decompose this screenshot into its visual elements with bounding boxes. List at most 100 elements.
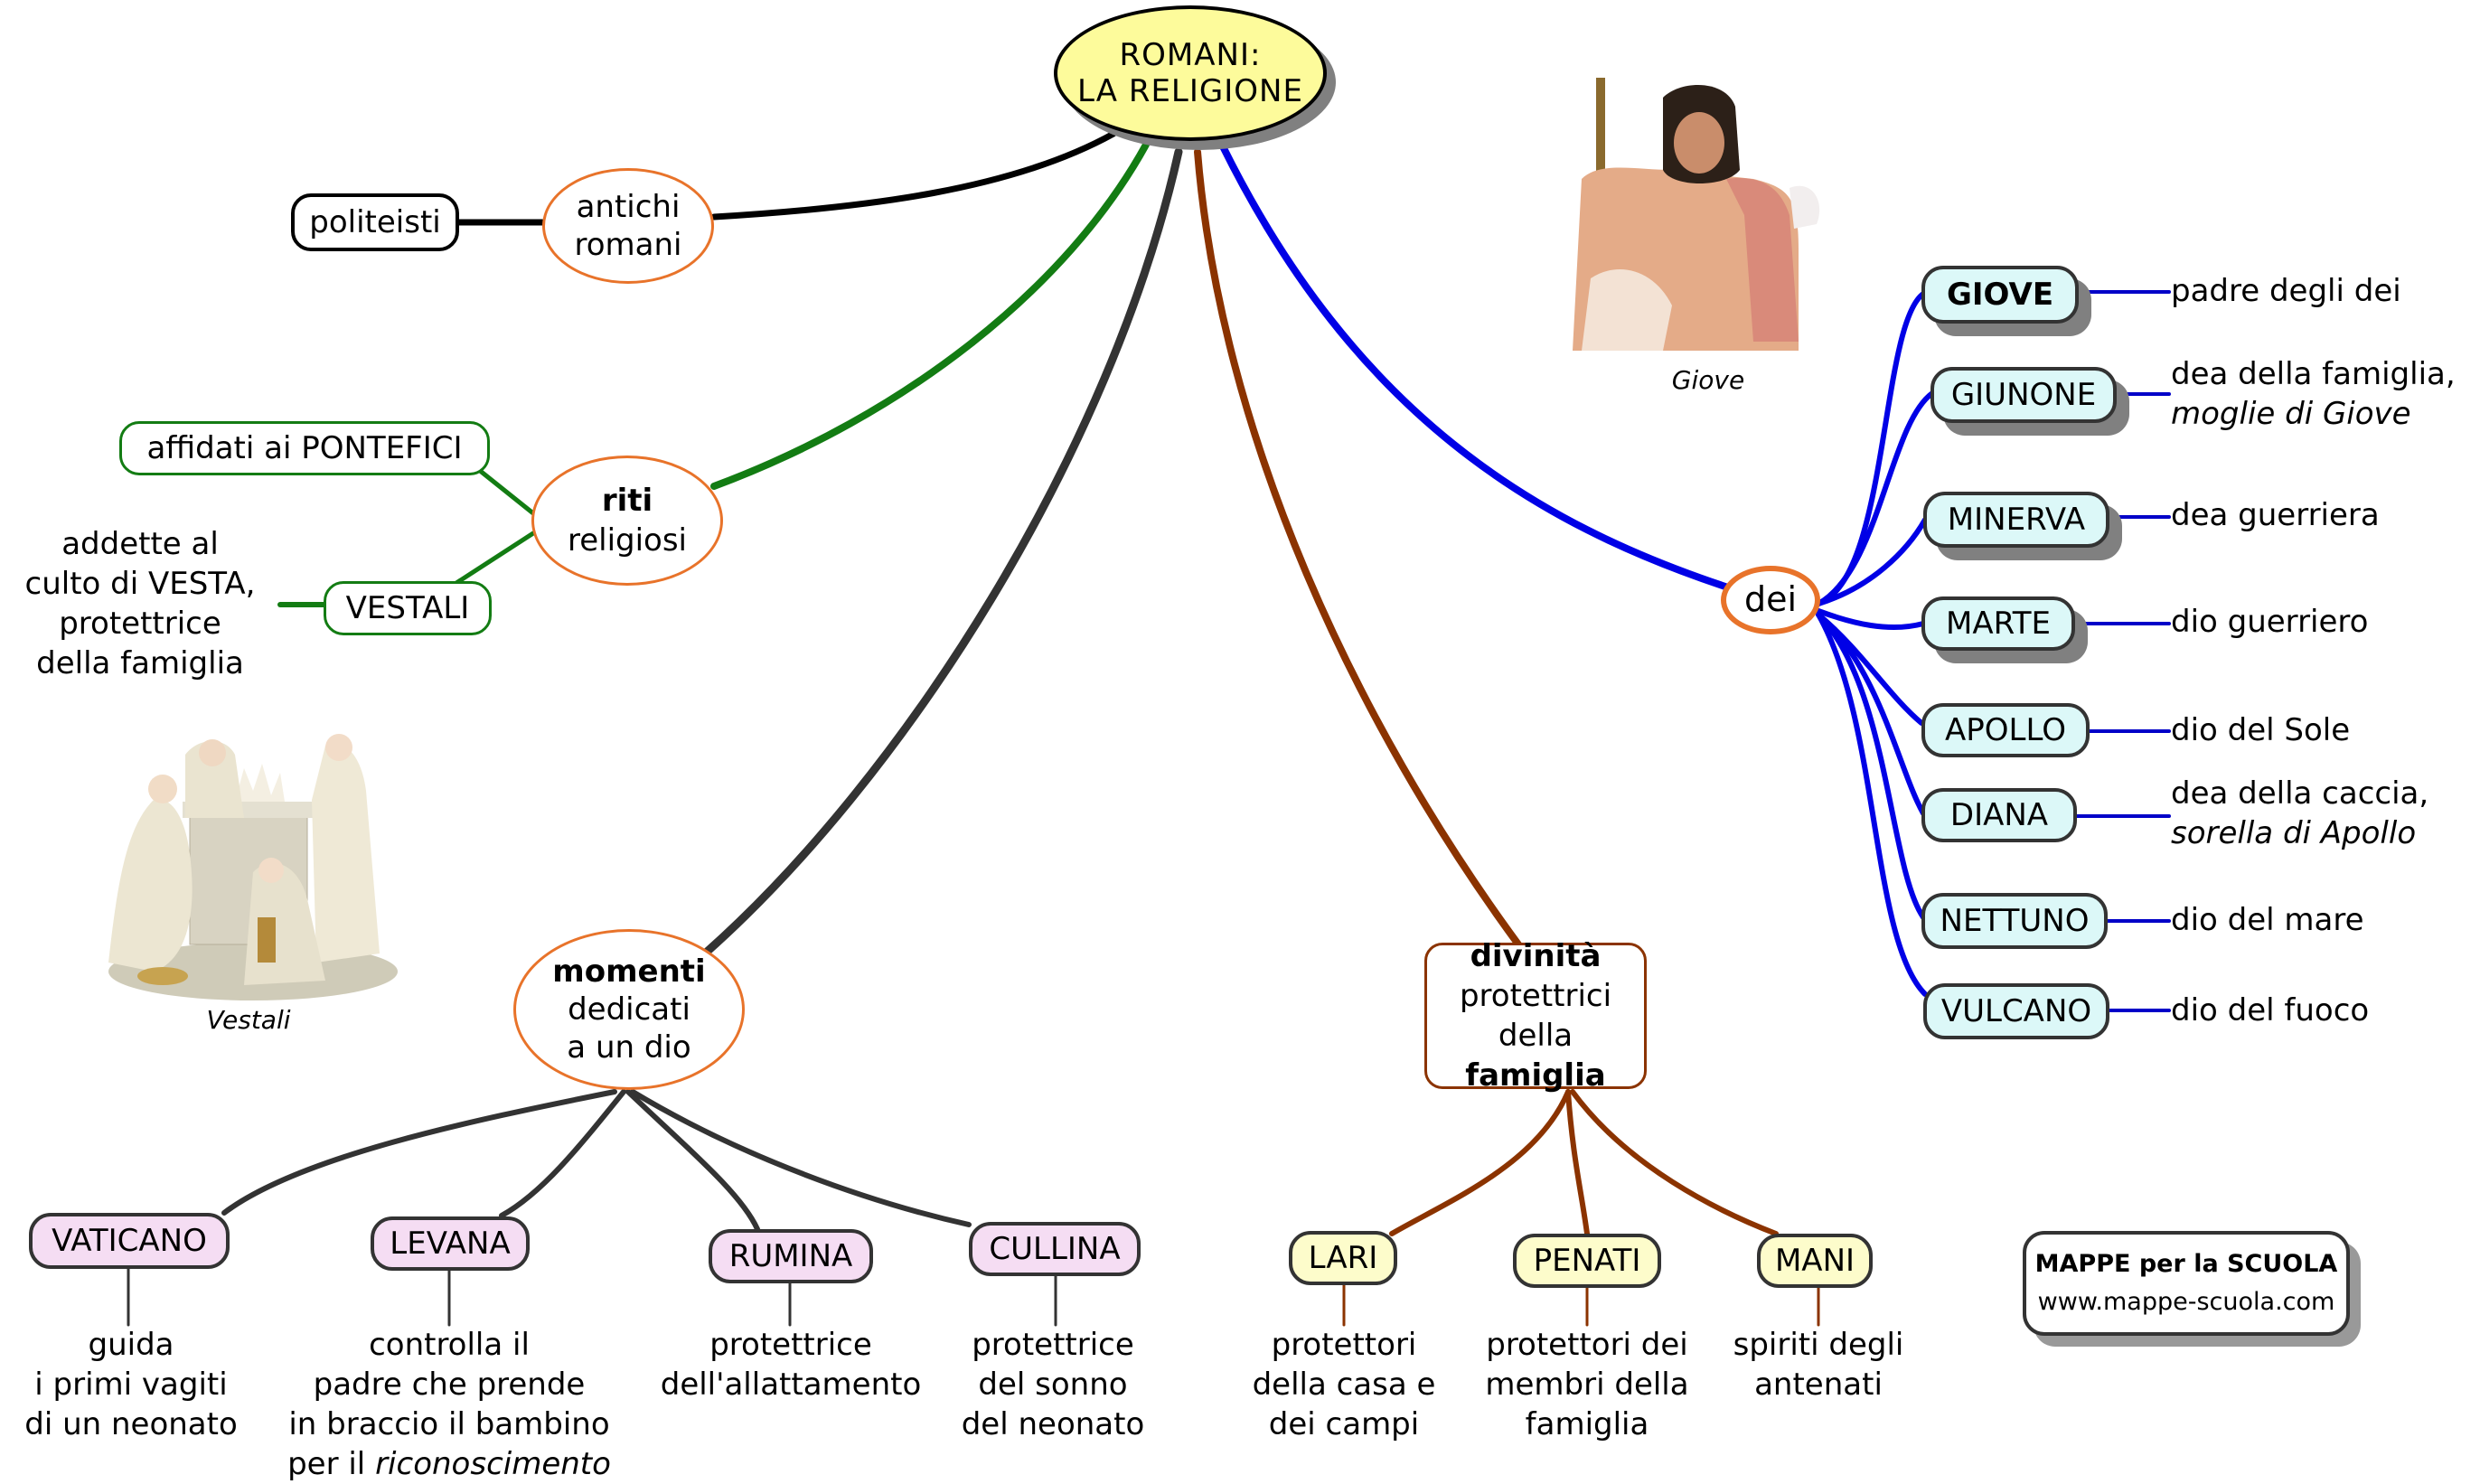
levana-desc-line: controlla il	[369, 1327, 530, 1363]
god-apollo-label: APOLLO	[1945, 711, 2066, 748]
link-dei-marte	[1816, 608, 1926, 630]
nettuno-description: dio del mare	[2171, 900, 2364, 940]
divinita-label-line2: protettrici	[1459, 978, 1612, 1014]
link-momenti-cullina	[630, 1089, 972, 1227]
vaticano-desc-line: guida	[88, 1327, 174, 1363]
diana-desc-italic: sorella di Apollo	[2171, 815, 2417, 851]
divinita-label-bold: divinità	[1470, 938, 1602, 974]
vulcano-description: dio del fuoco	[2171, 991, 2369, 1030]
vaticano-node[interactable]: VATICANO	[29, 1213, 230, 1269]
jupiter-painting-icon	[1564, 70, 1835, 360]
penati-label: PENATI	[1533, 1242, 1641, 1279]
link-center-antichi	[710, 130, 1117, 221]
penati-desc-line: protettori dei	[1486, 1327, 1688, 1363]
rumina-desc-line: protettrice	[709, 1327, 872, 1363]
lari-node[interactable]: LARI	[1289, 1231, 1397, 1285]
mani-label: MANI	[1774, 1242, 1855, 1279]
vaticano-desc-line: i primi vagiti	[34, 1367, 228, 1403]
lari-label: LARI	[1308, 1239, 1378, 1276]
apollo-desc: dio del Sole	[2171, 712, 2351, 748]
link-momenti-rumina	[625, 1089, 760, 1232]
levana-desc-line: padre che prende	[313, 1367, 586, 1403]
god-apollo[interactable]: APOLLO	[1921, 703, 2090, 757]
rumina-desc-line: dell'allattamento	[660, 1367, 922, 1403]
vestali-caption: Vestali	[206, 1005, 291, 1035]
link-dei-nettuno	[1816, 612, 1926, 920]
link-center-momenti	[700, 147, 1183, 958]
cullina-label: CULLINA	[989, 1230, 1121, 1267]
cullina-desc-line: del neonato	[961, 1406, 1145, 1442]
god-diana-label: DIANA	[1949, 796, 2049, 833]
rumina-label: RUMINA	[728, 1237, 853, 1274]
penati-desc-line: famiglia	[1525, 1406, 1649, 1442]
central-title-line1: ROMANI:	[1119, 37, 1262, 73]
giove-description: padre degli dei	[2171, 271, 2401, 311]
levana-label: LEVANA	[390, 1225, 511, 1262]
nettuno-desc: dio del mare	[2171, 902, 2364, 938]
brand-name: MAPPE per la SCUOLA	[2034, 1250, 2338, 1278]
god-vulcano-label: VULCANO	[1940, 992, 2092, 1029]
giunone-desc-italic: moglie di Giove	[2171, 396, 2411, 432]
antichi-label-line1: antichi	[576, 189, 681, 225]
vestali-desc-line: addette al	[61, 526, 219, 562]
link-dei-vulcano	[1816, 612, 1928, 997]
link-momenti-vaticano	[221, 1089, 617, 1216]
central-title-line2: LA RELIGIONE	[1077, 73, 1303, 109]
god-vulcano[interactable]: VULCANO	[1923, 983, 2109, 1039]
momenti-node[interactable]: momenti dedicati a un dio	[513, 929, 745, 1090]
god-diana[interactable]: DIANA	[1921, 788, 2077, 842]
link-dei-minerva	[1816, 517, 1928, 606]
marte-description: dio guerriero	[2171, 602, 2368, 642]
god-nettuno[interactable]: NETTUNO	[1921, 893, 2108, 949]
politeisti-node[interactable]: politeisti	[291, 193, 459, 251]
central-topic[interactable]: ROMANI: LA RELIGIONE	[1054, 5, 1327, 141]
riti-label-rest: religiosi	[567, 522, 688, 559]
link-riti-vestali	[454, 531, 536, 586]
riti-religiosi-node[interactable]: riti religiosi	[531, 456, 723, 586]
god-nettuno-label: NETTUNO	[1940, 902, 2090, 939]
divinita-node[interactable]: divinità protettrici della famiglia	[1424, 938, 1647, 1094]
minerva-desc: dea guerriera	[2171, 497, 2380, 533]
politeisti-label: politeisti	[309, 203, 441, 240]
mani-desc-line: spiriti degli	[1733, 1327, 1904, 1363]
vestali-node[interactable]: VESTALI	[324, 581, 492, 635]
pontefici-node[interactable]: affidati ai PONTEFICI	[119, 421, 490, 475]
vestali-desc-line: protettrice	[59, 606, 221, 642]
god-minerva-label: MINERVA	[1947, 501, 2086, 538]
lari-desc-line: della casa e	[1252, 1367, 1436, 1403]
vestali-description: addette al culto di VESTA, protettrice d…	[9, 524, 271, 683]
lari-desc-line: protettori	[1271, 1327, 1417, 1363]
marte-desc: dio guerriero	[2171, 604, 2369, 640]
giunone-description: dea della famiglia, moglie di Giove	[2171, 354, 2456, 434]
levana-desc-line: in braccio il bambino	[288, 1406, 610, 1442]
apollo-description: dio del Sole	[2171, 710, 2350, 750]
god-giunone[interactable]: GIUNONE	[1930, 367, 2117, 423]
mani-description: spiriti degli antenati	[1721, 1325, 1916, 1404]
vulcano-desc: dio del fuoco	[2171, 992, 2370, 1028]
momenti-label-line2: dedicati	[568, 991, 690, 1028]
mani-node[interactable]: MANI	[1757, 1234, 1873, 1288]
god-marte[interactable]: MARTE	[1921, 596, 2075, 651]
dei-node[interactable]: dei	[1721, 566, 1820, 634]
levana-node[interactable]: LEVANA	[371, 1216, 530, 1271]
brand-url[interactable]: www.mappe-scuola.com	[2037, 1288, 2335, 1316]
cullina-node[interactable]: CULLINA	[969, 1222, 1141, 1276]
brand-box[interactable]: MAPPE per la SCUOLA www.mappe-scuola.com	[2023, 1231, 2350, 1336]
penati-desc-line: membri della	[1485, 1367, 1689, 1403]
lari-description: protettori della casa e dei campi	[1240, 1325, 1448, 1444]
cullina-description: protettrice del sonno del neonato	[940, 1325, 1166, 1444]
minerva-description: dea guerriera	[2171, 495, 2380, 535]
divinita-label-plain: della	[1498, 1018, 1573, 1054]
penati-node[interactable]: PENATI	[1513, 1234, 1661, 1288]
god-giove[interactable]: GIOVE	[1921, 266, 2079, 324]
god-minerva[interactable]: MINERVA	[1923, 492, 2109, 548]
diana-description: dea della caccia, sorella di Apollo	[2171, 774, 2428, 853]
link-center-riti	[710, 141, 1150, 490]
cullina-desc-line: del sonno	[978, 1367, 1128, 1403]
antichi-romani-node[interactable]: antichi romani	[542, 168, 714, 284]
rumina-node[interactable]: RUMINA	[709, 1229, 873, 1283]
giove-caption: Giove	[1671, 365, 1745, 395]
vestali-desc-line: culto di VESTA,	[24, 566, 256, 602]
giunone-desc: dea della famiglia,	[2171, 356, 2456, 392]
